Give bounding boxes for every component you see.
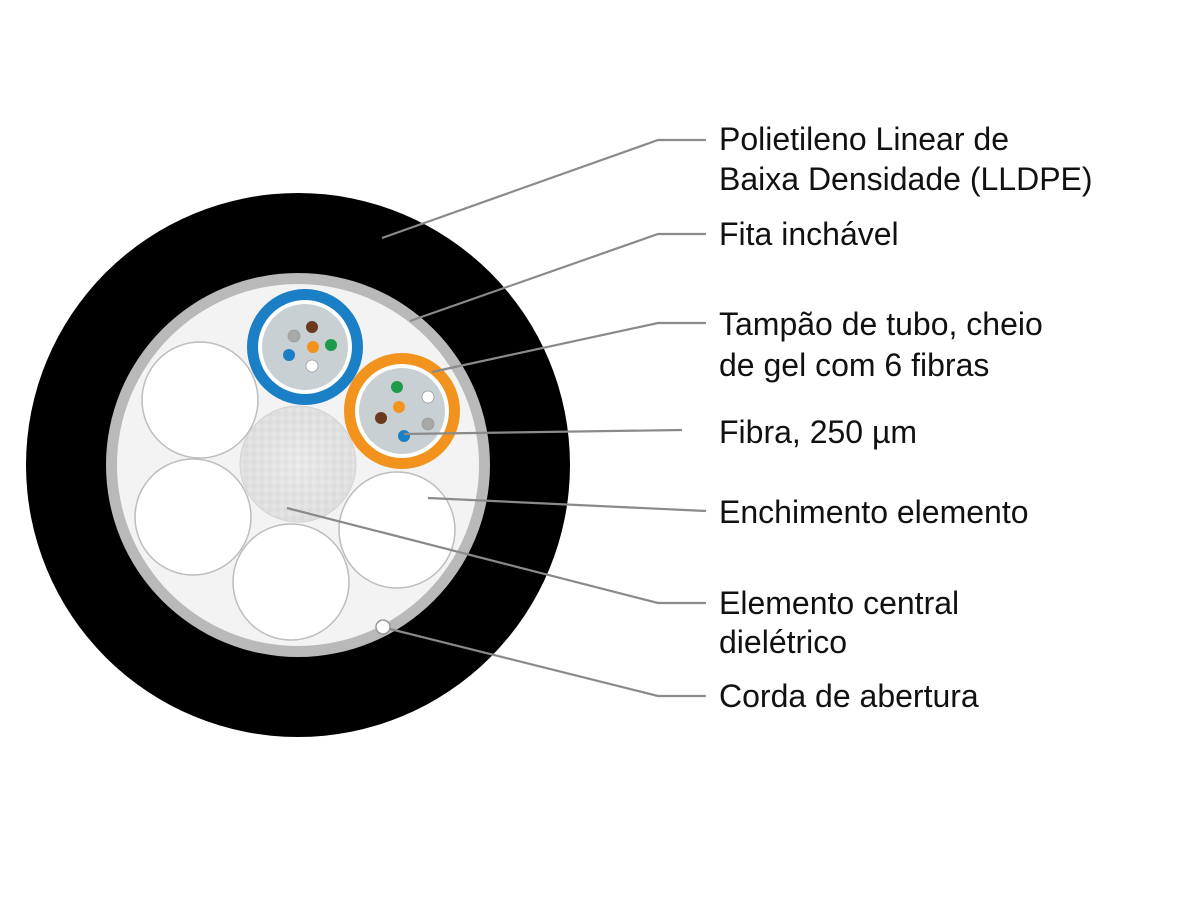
fiber-brown	[306, 321, 318, 333]
leader-lines	[286, 138, 707, 698]
loose-tube-blue	[247, 289, 363, 405]
label-filler: Enchimento elemento	[719, 494, 1029, 530]
leader-line-swell-tape	[409, 232, 706, 323]
fiber-white	[305, 359, 319, 373]
fiber-brown	[375, 412, 387, 424]
label-jacket-line1: Polietileno Linear de	[719, 121, 1009, 157]
leader-line-loose-tube	[431, 321, 706, 374]
leader-line-jacket	[381, 138, 706, 240]
label-central-member-line1: Elemento central	[719, 585, 959, 621]
fiber-green	[391, 381, 403, 393]
fiber-gray	[421, 417, 435, 431]
filler-element	[134, 458, 252, 576]
filler-elements	[134, 341, 456, 641]
label-fiber: Fibra, 250 µm	[719, 414, 917, 450]
label-ripcord: Corda de abertura	[719, 678, 979, 714]
label-central-member-line2: dielétrico	[719, 624, 847, 660]
leader-line-ripcord	[389, 627, 706, 698]
fiber-blue	[283, 349, 295, 361]
leader-line-fiber	[403, 428, 683, 436]
label-loose-tube-line1: Tampão de tubo, cheio	[719, 306, 1043, 342]
fiber-group	[375, 381, 435, 442]
tube-gel	[262, 304, 348, 390]
fiber-green	[325, 339, 337, 351]
filler-element	[232, 523, 350, 641]
filler-element	[338, 471, 456, 589]
ripcord	[375, 619, 391, 635]
label-swell-tape: Fita inchável	[719, 216, 899, 252]
leader-line-filler	[427, 496, 707, 513]
labels: Polietileno Linear de Baixa Densidade (L…	[719, 121, 1093, 714]
fiber-gray	[287, 329, 301, 343]
label-loose-tube-line2: de gel com 6 fibras	[719, 347, 989, 383]
filler-element	[141, 341, 259, 459]
fiber-orange	[307, 341, 319, 353]
central-member-shade	[240, 406, 356, 522]
fiber-group	[283, 321, 337, 373]
leader-line-central-member	[286, 506, 706, 605]
fiber-blue	[398, 430, 410, 442]
fiber-orange	[393, 401, 405, 413]
fiber-white	[421, 390, 435, 404]
label-jacket-line2: Baixa Densidade (LLDPE)	[719, 161, 1093, 197]
